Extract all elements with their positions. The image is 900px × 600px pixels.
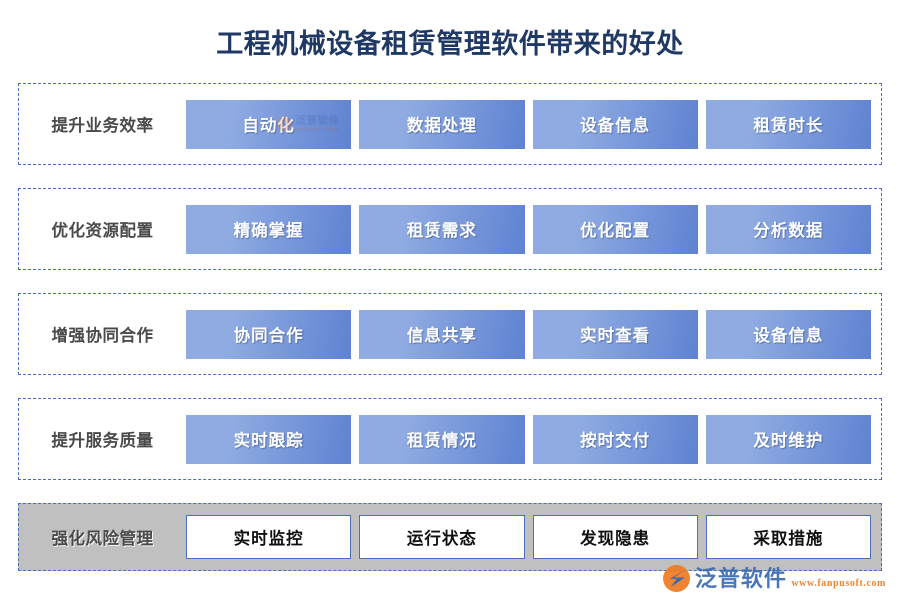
benefit-card[interactable]: 协同合作 (186, 309, 352, 359)
benefit-card-label: 协同合作 (233, 327, 304, 345)
benefit-card-group: 实时监控 运行状态 发现隐患 采取措施 (186, 515, 881, 559)
fanpu-watermark-subtitle: FANPU SOFTWARE (295, 126, 339, 132)
benefit-card[interactable]: 采取措施 (705, 515, 871, 559)
benefit-card-label: 自动化 (242, 117, 295, 135)
brand-text-group: 泛普软件 www.fanpusoft.com (694, 565, 886, 591)
benefit-card-label: 分析数据 (753, 222, 824, 240)
benefit-card-label: 设备信息 (753, 327, 824, 345)
benefit-card[interactable]: 按时交付 (532, 414, 698, 464)
benefit-card[interactable]: 租赁需求 (359, 204, 525, 254)
benefit-card-group: 实时跟踪 租赁情况 按时交付 及时维护 (186, 414, 881, 464)
benefit-card-label: 及时维护 (753, 432, 824, 450)
brand-logo: 泛普软件 www.fanpusoft.com (662, 565, 886, 592)
fanpu-watermark-name: 泛普软件 (295, 115, 340, 127)
benefit-card[interactable]: 租赁时长 (705, 99, 871, 149)
benefit-card-label: 实时监控 (233, 530, 304, 548)
benefit-card-group: 协同合作 信息共享 实时查看 设备信息 (186, 309, 881, 359)
benefit-card-label: 租赁情况 (406, 432, 477, 450)
benefit-card[interactable]: 优化配置 (532, 204, 698, 254)
benefit-card-group: 精确掌握 租赁需求 优化配置 分析数据 (186, 204, 881, 254)
benefit-card-label: 运行状态 (406, 530, 477, 548)
benefit-row-label: 强化风险管理 (51, 530, 154, 548)
brand-url: www.fanpusoft.com (791, 577, 886, 589)
benefit-card-label: 租赁需求 (406, 222, 477, 240)
benefit-row: 提升服务质量 实时跟踪 租赁情况 按时交付 及时维护 (18, 398, 882, 480)
benefit-row-label: 提升业务效率 (51, 117, 154, 135)
benefit-card-label: 优化配置 (580, 222, 651, 240)
brand-name: 泛普软件 (694, 565, 787, 591)
benefit-card-label: 实时跟踪 (233, 432, 304, 450)
benefit-card-label: 数据处理 (406, 117, 477, 135)
benefit-card[interactable]: 分析数据 (705, 204, 871, 254)
benefit-card-label: 发现隐患 (580, 530, 651, 548)
benefit-card[interactable]: 设备信息 (705, 309, 871, 359)
benefit-row-label: 增强协同合作 (51, 327, 154, 345)
benefit-card-label: 采取措施 (753, 530, 824, 548)
benefit-card[interactable]: 数据处理 (359, 99, 525, 149)
benefit-card[interactable]: 实时查看 (532, 309, 698, 359)
benefit-card-label: 信息共享 (406, 327, 477, 345)
benefit-card[interactable]: 信息共享 (359, 309, 525, 359)
page-title: 工程机械设备租赁管理软件带来的好处 (216, 29, 684, 59)
benefit-card-label: 实时查看 (580, 327, 651, 345)
benefit-card[interactable]: 实时监控 (186, 515, 352, 559)
benefit-card[interactable]: 设备信息 (532, 99, 698, 149)
benefit-card-label: 租赁时长 (753, 117, 824, 135)
benefit-card[interactable]: 实时跟踪 (186, 414, 352, 464)
benefit-card[interactable]: 租赁情况 (359, 414, 525, 464)
benefit-card-label: 精确掌握 (233, 222, 304, 240)
benefit-row: 强化风险管理 实时监控 运行状态 发现隐患 采取措施 (18, 503, 882, 571)
benefit-row: 优化资源配置 精确掌握 租赁需求 优化配置 分析数据 (18, 188, 882, 270)
benefit-card-label: 设备信息 (580, 117, 651, 135)
benefit-card-label: 按时交付 (580, 432, 651, 450)
benefit-card[interactable]: 发现隐患 (532, 515, 698, 559)
benefit-card[interactable]: 及时维护 (705, 414, 871, 464)
benefit-row-label: 优化资源配置 (51, 222, 154, 240)
benefit-row-label: 提升服务质量 (51, 432, 154, 450)
benefit-card[interactable]: 精确掌握 (186, 204, 352, 254)
fanpu-logo-icon (662, 565, 690, 592)
benefit-card[interactable]: 运行状态 (359, 515, 525, 559)
benefit-row: 增强协同合作 协同合作 信息共享 实时查看 设备信息 (18, 293, 882, 375)
